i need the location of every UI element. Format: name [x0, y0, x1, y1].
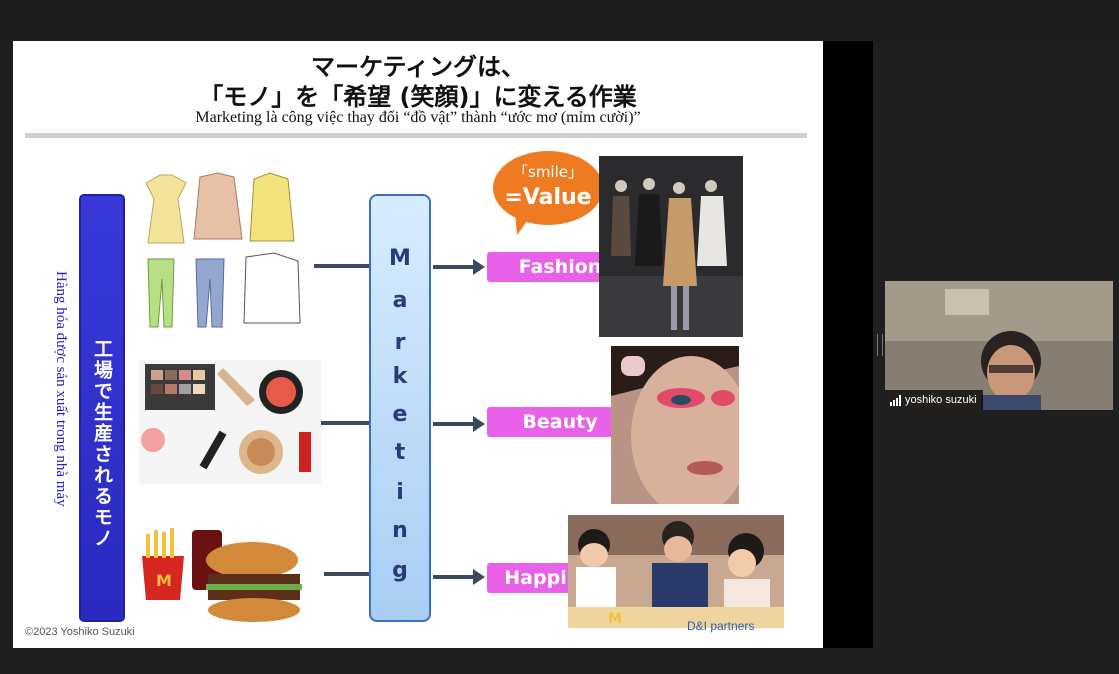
marketing-letter: a: [392, 288, 408, 313]
factory-goods-bar: 工場で生産されるモノ: [79, 194, 125, 622]
marketing-letter: n: [392, 518, 408, 543]
participant-video-tile[interactable]: yoshiko suzuki: [885, 281, 1113, 410]
marketing-letter: e: [392, 402, 408, 427]
connector-line-happiness: [324, 572, 369, 576]
copyright-text: ©2023 Yoshiko Suzuki: [25, 626, 135, 638]
meeting-top-bar: [0, 0, 1119, 40]
slide-right-margin: [823, 41, 873, 648]
beauty-photo: [611, 346, 739, 504]
connector-line-beauty: [321, 421, 369, 425]
vietnamese-vertical-caption: Hàng hóa được sản xuất trong nhà máy: [53, 271, 69, 507]
fast-food-image: M: [140, 526, 310, 630]
cosmetics-image: [139, 360, 321, 484]
marketing-bar: M a r k e t i n g: [369, 194, 431, 622]
marketing-letter: k: [392, 364, 408, 389]
marketing-letter: i: [396, 480, 404, 505]
connector-line-fashion: [314, 264, 369, 268]
marketing-letter: r: [394, 330, 406, 355]
shared-slide: マーケティングは、 「モノ」を「希望 (笑顔)」に変える作業 Marketing…: [13, 41, 823, 648]
happiness-photo: M: [568, 515, 784, 628]
arrow-to-fashion: [433, 259, 485, 275]
factory-goods-label: 工場で生産されるモノ: [91, 339, 113, 549]
slide-subtitle: Marketing là công việc thay đổi “đồ vật”…: [195, 109, 641, 126]
arrow-to-happiness: [433, 569, 485, 585]
fashion-photo: [599, 156, 743, 337]
smile-value-bubble: 「smile」 =Value: [493, 151, 603, 235]
title-divider: [25, 133, 807, 138]
marketing-letter: t: [394, 440, 406, 465]
participant-name: yoshiko suzuki: [905, 394, 977, 406]
participant-video-feed: [885, 281, 1113, 410]
participant-nameplate: yoshiko suzuki: [885, 390, 983, 410]
company-logo: D&I partners: [687, 619, 755, 633]
clothing-image: [138, 169, 308, 331]
output-beauty: Beauty: [487, 407, 633, 437]
svg-text:M: M: [156, 571, 172, 590]
bubble-value-text: =Value: [504, 185, 592, 210]
slide-title-line1: マーケティングは、: [310, 53, 526, 81]
marketing-letter: g: [392, 558, 408, 583]
signal-strength-icon: [890, 395, 902, 406]
panel-resize-handle[interactable]: [877, 334, 883, 356]
arrow-to-beauty: [433, 416, 485, 432]
marketing-letter: M: [389, 246, 411, 271]
svg-text:M: M: [608, 611, 622, 627]
slide-title-line2: 「モノ」を「希望 (笑顔)」に変える作業: [199, 83, 637, 111]
bubble-smile-text: 「smile」: [513, 163, 583, 181]
